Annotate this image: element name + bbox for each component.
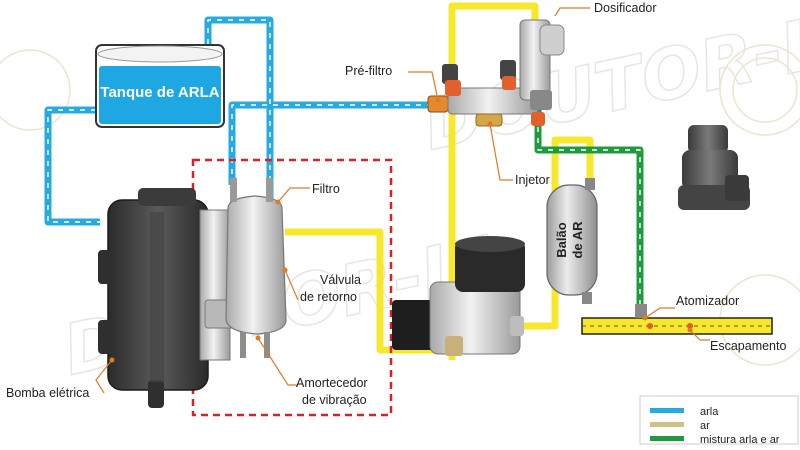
watermark-top: DOUTOR-IE bbox=[416, 0, 800, 167]
legend-item-arla: arla bbox=[650, 406, 719, 418]
legend-item-mix: mistura arla e ar bbox=[650, 434, 780, 446]
air-compressor bbox=[678, 125, 750, 210]
tank-label: Tanque de ARLA bbox=[100, 84, 219, 101]
air-valve bbox=[392, 236, 525, 356]
air-line-valve-to-tank bbox=[515, 136, 594, 330]
legend-swatch-air bbox=[650, 422, 684, 427]
air-tank: Balão de AR bbox=[546, 178, 598, 304]
legend-swatch-mix bbox=[650, 436, 684, 441]
label-leaders bbox=[95, 7, 710, 394]
atomizer-label: Atomizador bbox=[676, 294, 739, 308]
exhaust-pipe bbox=[581, 304, 773, 335]
legend-label-air: ar bbox=[700, 420, 710, 432]
arla-tank: Tanque de ARLA bbox=[95, 44, 225, 128]
prefilter-label: Pré-filtro bbox=[345, 64, 392, 78]
leader-dots bbox=[109, 97, 693, 363]
dosing-manifold bbox=[427, 19, 565, 127]
mix-line bbox=[534, 105, 644, 305]
legend-swatch-arla bbox=[650, 408, 684, 413]
dosing-label: Dosificador bbox=[594, 1, 657, 15]
legend-item-air: ar bbox=[650, 420, 710, 432]
watermark-ring-icon bbox=[0, 49, 71, 131]
watermark-ring-icon bbox=[732, 57, 798, 123]
return-valve-label-line1: Válvula bbox=[320, 273, 361, 287]
pump-label: Bomba elétrica bbox=[6, 386, 89, 400]
air-tank-label-line1: Balão bbox=[554, 222, 569, 257]
legend: arla ar mistura arla e ar bbox=[639, 395, 799, 446]
legend-label-arla: arla bbox=[700, 406, 719, 418]
arla-line-to-prefilter bbox=[228, 101, 440, 185]
legend-label-mix: mistura arla e ar bbox=[700, 434, 780, 445]
arla-lines bbox=[44, 16, 440, 226]
filter-label: Filtro bbox=[312, 182, 340, 196]
electric-pump bbox=[98, 188, 250, 408]
return-valve-label-line2: de retorno bbox=[300, 290, 357, 304]
arla-line-tank-to-pump bbox=[44, 106, 100, 226]
filter-canister bbox=[225, 178, 287, 358]
damper-label-line2: de vibração bbox=[302, 393, 367, 407]
watermark-ring-icon bbox=[719, 44, 800, 136]
air-line-vertical bbox=[448, 2, 539, 360]
pump-module-outline bbox=[191, 158, 393, 417]
exhaust-label: Escapamento bbox=[710, 339, 786, 353]
air-tank-label-line2: de AR bbox=[570, 221, 585, 259]
injector-label: Injetor bbox=[515, 173, 550, 187]
damper-label-line1: Amortecedor bbox=[296, 376, 368, 390]
